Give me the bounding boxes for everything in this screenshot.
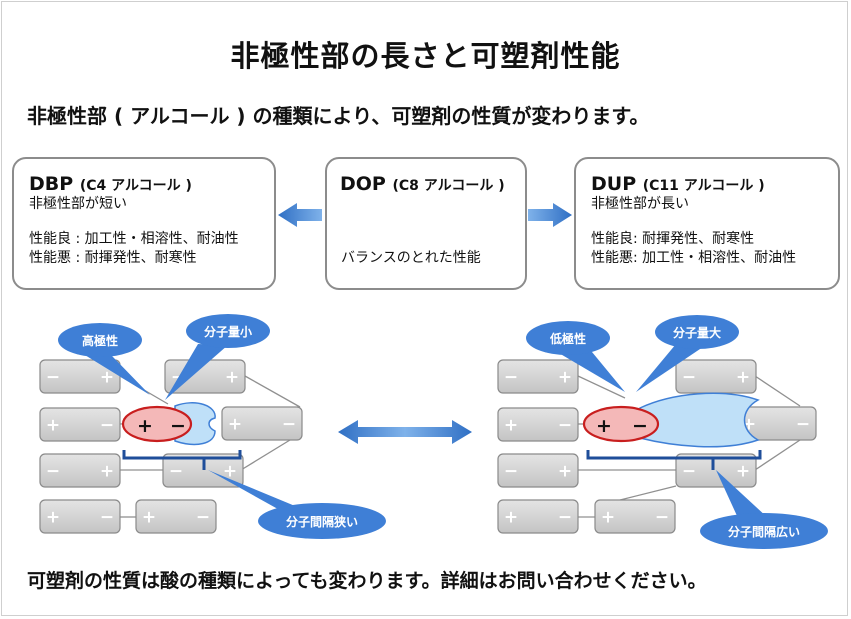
pvc-chains-left: [119, 375, 301, 518]
callout-wide-gap-label: 分子間隔広い: [728, 524, 800, 539]
pvc-segment-sign: +: [558, 462, 572, 482]
pvc-segment-sign: +: [558, 368, 572, 388]
callout-narrow-gap-label: 分子間隔狭い: [286, 514, 358, 529]
pvc-chains-right: [577, 375, 801, 518]
dbp-minus-sign: −: [170, 415, 186, 437]
pvc-segment-sign: −: [46, 462, 60, 482]
arrow-left-icon: [278, 203, 322, 227]
pvc-segment-sign: +: [601, 508, 615, 528]
pvc-segment: [162, 453, 244, 488]
pvc-segment-sign: +: [46, 416, 60, 436]
pvc-segment-sign: +: [504, 508, 518, 528]
pvc-segment: [39, 407, 121, 442]
pvc-segment-sign: +: [100, 368, 114, 388]
pvc-segment-sign: −: [796, 415, 810, 435]
pvc-segment-sign: −: [46, 368, 60, 388]
dup-minus-sign: −: [632, 415, 648, 437]
card-dop-name: DOP: [340, 173, 386, 195]
pvc-segment-sign: +: [736, 368, 750, 388]
pvc-segment-sign: +: [504, 416, 518, 436]
gap-brace-right: [586, 450, 762, 470]
card-dbp-desc: 非極性部が短い: [29, 196, 127, 212]
card-dbp-good: 性能良 : 加工性・相溶性、耐油性: [29, 231, 239, 247]
pvc-segment: [497, 499, 579, 534]
card-dup-name: DUP: [591, 173, 637, 195]
card-dop-carbon: (C8 アルコール ): [392, 178, 505, 194]
page-subtitle: 非極性部 ( アルコール ) の種類により、可塑剤の性質が変わります。: [27, 104, 650, 128]
card-dup-carbon: (C11 アルコール ): [642, 178, 765, 194]
pvc-segment-sign: −: [100, 508, 114, 528]
callout-small-mw: 分子量小: [165, 314, 270, 400]
pvc-segment-sign: +: [736, 462, 750, 482]
card-dbp-carbon: (C4 アルコール ): [79, 178, 192, 194]
pvc-segment-sign: +: [228, 415, 242, 435]
pvc-segment-sign: +: [225, 368, 239, 388]
pvc-segment: [221, 406, 303, 441]
card-dbp: DBP (C4 アルコール ) 非極性部が短い 性能良 : 加工性・相溶性、耐油…: [12, 157, 276, 290]
pvc-segment: [39, 453, 121, 488]
pvc-segment: [497, 407, 579, 442]
pvc-segment-sign: −: [682, 462, 696, 482]
page-title: 非極性部の長さと可塑剤性能: [230, 39, 621, 73]
callout-large-mw: 分子量大: [636, 315, 739, 392]
card-dup-desc: 非極性部が長い: [591, 196, 689, 212]
callout-small-mw-label: 分子量小: [204, 324, 252, 339]
pvc-segment-sign: −: [655, 508, 669, 528]
pvc-segment-sign: −: [504, 462, 518, 482]
compare-double-arrow-icon: [338, 420, 472, 444]
card-dup: DUP (C11 アルコール ) 非極性部が長い 性能良: 耐揮発性、耐寒性 性…: [574, 157, 840, 290]
card-dop-heading: DOP (C8 アルコール ): [340, 173, 511, 195]
pvc-segment: [675, 453, 757, 488]
card-dop-desc: バランスのとれた性能: [341, 250, 481, 266]
dup-plus-sign: +: [596, 415, 612, 437]
callout-narrow-gap: 分子間隔狭い: [208, 470, 386, 539]
plasticizer-molecule-dup: + −: [582, 392, 760, 448]
arrow-right-icon: [528, 203, 572, 227]
pvc-segment: [594, 499, 676, 534]
pvc-segments: −++−−++−−++−−++−−++−−++−−++−−++−: [39, 359, 817, 534]
gap-brace-left: [122, 450, 242, 470]
card-dup-heading: DUP (C11 アルコール ): [591, 173, 824, 195]
card-dbp-heading: DBP (C4 アルコール ): [29, 173, 260, 195]
pvc-segment: [497, 359, 579, 394]
callout-wide-gap: 分子間隔広い: [700, 470, 828, 549]
page-footer: 可塑剤の性質は酸の種類によっても変わります。詳細はお問い合わせください。: [27, 570, 707, 592]
pvc-segment-sign: −: [558, 508, 572, 528]
pvc-segment-sign: −: [682, 368, 696, 388]
pvc-segment-sign: +: [100, 462, 114, 482]
plasticizer-molecule-dbp: + −: [121, 402, 216, 446]
pvc-segment: [135, 499, 217, 534]
callout-large-mw-label: 分子量大: [673, 325, 721, 340]
pvc-segment-sign: −: [504, 368, 518, 388]
pvc-segment-sign: −: [558, 416, 572, 436]
pvc-segment-sign: +: [46, 508, 60, 528]
pvc-segment-sign: −: [282, 415, 296, 435]
pvc-segment: [497, 453, 579, 488]
card-dup-good: 性能良: 耐揮発性、耐寒性: [591, 231, 755, 247]
callout-high-polarity-label: 高極性: [82, 333, 118, 348]
callout-low-polarity: 低極性: [526, 321, 625, 392]
card-dop: DOP (C8 アルコール ) バランスのとれた性能: [325, 157, 527, 290]
pvc-segment-sign: +: [223, 462, 237, 482]
pvc-segment-sign: −: [169, 462, 183, 482]
pvc-segment-sign: −: [196, 508, 210, 528]
card-dup-bad: 性能悪: 加工性・相溶性、耐油性: [591, 250, 797, 266]
dbp-plus-sign: +: [137, 415, 153, 437]
card-dbp-name: DBP: [29, 173, 74, 195]
card-dbp-bad: 性能悪 : 耐揮発性、耐寒性: [29, 250, 197, 266]
callout-low-polarity-label: 低極性: [549, 331, 586, 346]
callout-high-polarity: 高極性: [58, 323, 150, 395]
pvc-segment: [39, 499, 121, 534]
pvc-segment-sign: +: [142, 508, 156, 528]
pvc-segment-sign: −: [100, 416, 114, 436]
